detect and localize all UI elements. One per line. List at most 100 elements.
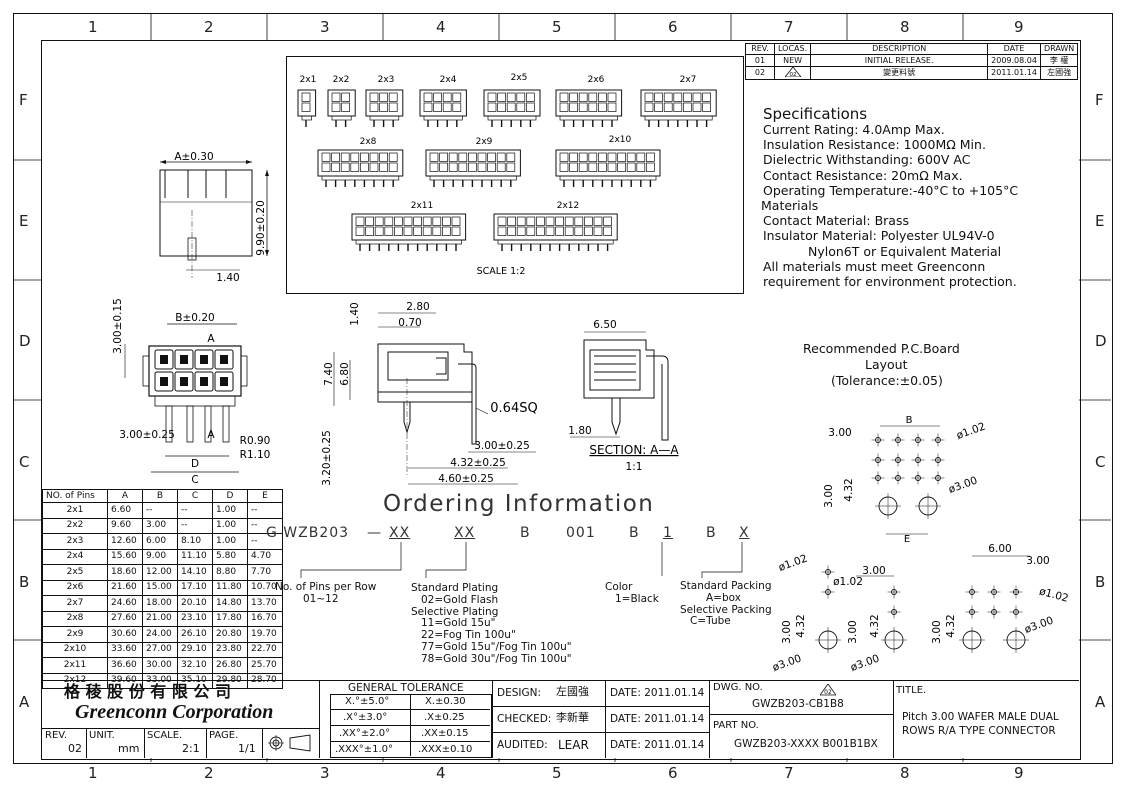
pins-table-cell: 23.10	[177, 610, 213, 627]
rev-cell: 01	[745, 54, 775, 67]
pins-table-cell: 9.00	[142, 548, 178, 565]
pins-table-cell: 8.10	[177, 533, 213, 550]
date-header: DATE	[987, 43, 1041, 55]
pins-header-cell: NO. of Pins	[42, 489, 108, 503]
variant-label: 2x11	[411, 201, 434, 211]
ordering-color: Color 1=Black	[605, 581, 659, 605]
spec-line: Materials	[761, 198, 819, 214]
pins-table-cell: 16.70	[247, 610, 283, 627]
page-value: 1/1	[238, 742, 256, 755]
terminal-pin	[200, 377, 208, 386]
dim-3-00-015: 3.00±0.15	[112, 298, 124, 354]
rev-value: 02	[68, 742, 82, 755]
grid-row-label: B	[1095, 573, 1106, 591]
pcb-b-width: 3.00	[862, 565, 885, 577]
tol-angle-0: X.°±5.0°	[345, 696, 390, 707]
variant-label: 2x2	[333, 75, 350, 85]
pins-table-cell: 14.80	[212, 595, 248, 612]
side-view-drawing: 2.80 0.70 1.40 7.40 6.80 0.64SQ 3.00±0.2…	[321, 301, 538, 486]
section-mark-a: A	[207, 333, 215, 345]
pins-table-cell: 8.80	[212, 564, 248, 581]
pins-table-cell: 2x6	[42, 579, 108, 596]
pins-table-cell: 2x2	[42, 517, 108, 534]
housing-cavity	[214, 349, 234, 370]
housing-cavity	[154, 371, 174, 392]
pcb-c-phi-3-00: ø3.00	[1023, 614, 1055, 635]
spec-line: Contact Resistance: 20mΩ Max.	[763, 167, 963, 183]
terminal-pin	[220, 355, 228, 364]
company-english: Greenconn Corporation	[75, 701, 274, 723]
ordering-code-part: X	[739, 525, 750, 541]
pcb-v-3-00: 3.00	[847, 620, 859, 643]
pins-table-cell: 1.00	[212, 517, 248, 534]
pins-table-cell: --	[247, 502, 283, 519]
drawn-cell: 李 權	[1039, 54, 1079, 67]
dim-1-40-side: 1.40	[349, 302, 361, 325]
grid-col-label: 6	[668, 18, 678, 36]
variant-connector	[555, 89, 623, 127]
dim-0-64sq: 0.64SQ	[490, 401, 537, 416]
variant-connector	[555, 149, 661, 187]
variant-label: 2x8	[360, 137, 377, 147]
locas-cell: NEW	[773, 54, 812, 67]
pins-table-cell: 2x1	[42, 502, 108, 519]
dim-6-50: 6.50	[593, 319, 616, 331]
pcb-v-4-32: 4.32	[795, 614, 807, 637]
pins-table-cell: 2x7	[42, 595, 108, 612]
date-label-2: DATE: 2011.01.14	[610, 713, 705, 725]
grid-col-label: 7	[784, 764, 794, 782]
pins-table-cell: 1.00	[212, 533, 248, 550]
variants-row-3: 2x11 2x12	[411, 201, 580, 211]
unit-label: UNIT.	[89, 730, 115, 741]
variant-label: 2x3	[378, 75, 395, 85]
spec-line: Current Rating: 4.0Amp Max.	[763, 122, 945, 137]
variant-label: 2x10	[609, 135, 632, 145]
pins-table-cell: 32.10	[177, 657, 213, 674]
date-label-1: DATE: 2011.01.14	[610, 687, 705, 699]
dim-d: D	[191, 458, 199, 470]
grid-row-label: F	[19, 91, 28, 109]
rev-label: REV.	[45, 730, 67, 741]
dim-1-40: 1.40	[216, 272, 239, 284]
variant-label: 2x6	[588, 75, 605, 85]
section-view-drawing: 6.50 1.80 SECTION: A—A 1:1	[568, 319, 679, 473]
dim-2-80: 2.80	[406, 301, 429, 313]
dim-4-60-025: 4.60±0.25	[438, 473, 494, 485]
pins-header-cell: C	[177, 489, 213, 503]
grid-col-label: 8	[900, 18, 910, 36]
pcb-dim-3-00: 3.00	[828, 427, 851, 439]
tol-angle-2: .XX°±2.0°	[339, 728, 391, 739]
housing-cavity	[214, 371, 234, 392]
pins-table-cell: 12.00	[142, 564, 178, 581]
outer-border	[13, 13, 1113, 764]
projection-symbol-icon	[268, 734, 311, 752]
housing-cavity	[154, 349, 174, 370]
pins-table-cell: 17.10	[177, 579, 213, 596]
terminal-pin	[160, 355, 168, 364]
section-scale: 1:1	[626, 461, 643, 473]
variant-connector	[425, 149, 521, 187]
terminal-pin	[160, 377, 168, 386]
pcb-c-width-6-00: 6.00	[988, 543, 1011, 555]
part-label: PART NO.	[713, 720, 759, 731]
housing-cavity	[174, 371, 194, 392]
pins-table-cell: 18.00	[142, 595, 178, 612]
drawn-cell: 左國強	[1039, 66, 1079, 80]
pins-header-cell: B	[142, 489, 178, 503]
pins-table-cell: 6.00	[142, 533, 178, 550]
tol-angle-3: .XXX°±1.0°	[335, 744, 394, 755]
spec-line: Contact Material: Brass	[763, 213, 909, 229]
grid-col-label: 6	[668, 764, 678, 782]
pins-table-cell: 5.80	[212, 548, 248, 565]
variant-connectors	[297, 89, 717, 251]
grid-col-label: 5	[552, 764, 562, 782]
ordering-plating: Standard Plating 02=Gold Flash Selective…	[411, 582, 572, 665]
pins-table-cell: 25.70	[247, 657, 283, 674]
variants-row-1: 2x1 2x2 2x3 2x4 2x5 2x6 2x7	[300, 73, 697, 85]
revision-table: REV. LOCAS. DESCRIPTION DATE DRAWN 01 NE…	[745, 43, 1079, 80]
